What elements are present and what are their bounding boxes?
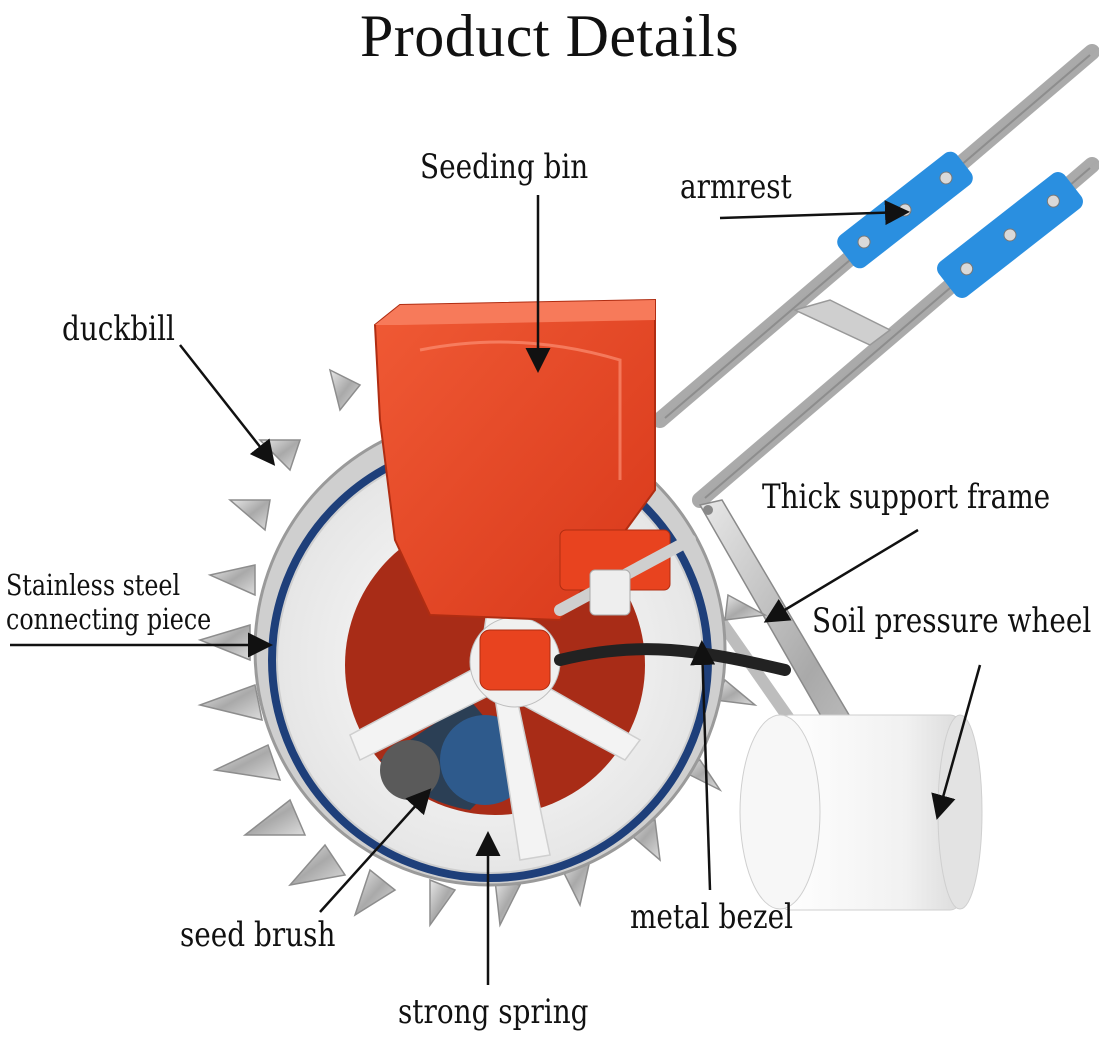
label-metal-bezel: metal bezel bbox=[630, 897, 794, 937]
label-seed-brush: seed brush bbox=[180, 915, 336, 955]
pointer-armrest bbox=[719, 200, 910, 226]
label-seeding-bin: Seeding bin bbox=[420, 147, 589, 187]
seeding-bin bbox=[373, 298, 696, 691]
handle-frame bbox=[652, 44, 1099, 508]
label-duckbill: duckbill bbox=[62, 309, 175, 349]
label-strong-spring: strong spring bbox=[398, 992, 589, 1032]
pointer-seed-brush bbox=[319, 788, 432, 913]
label-thick-support-frame: Thick support frame bbox=[762, 477, 1051, 517]
pointer-thick-support-frame bbox=[763, 528, 919, 623]
label-stainless-steel-line1: Stainless steel bbox=[6, 568, 181, 602]
armrest-grips bbox=[837, 151, 1083, 298]
label-soil-pressure-wheel: Soil pressure wheel bbox=[812, 601, 1092, 641]
pointer-lines bbox=[10, 195, 982, 985]
soil-pressure-wheel bbox=[739, 714, 983, 911]
pointer-soil-pressure-wheel bbox=[931, 664, 982, 820]
spring-cable bbox=[554, 643, 791, 676]
label-armrest: armrest bbox=[680, 167, 792, 207]
pointer-duckbill bbox=[179, 344, 276, 466]
label-stainless-steel-line2: connecting piece bbox=[6, 602, 212, 636]
page-title: Product Details bbox=[359, 3, 740, 69]
pointer-metal-bezel bbox=[690, 640, 716, 891]
